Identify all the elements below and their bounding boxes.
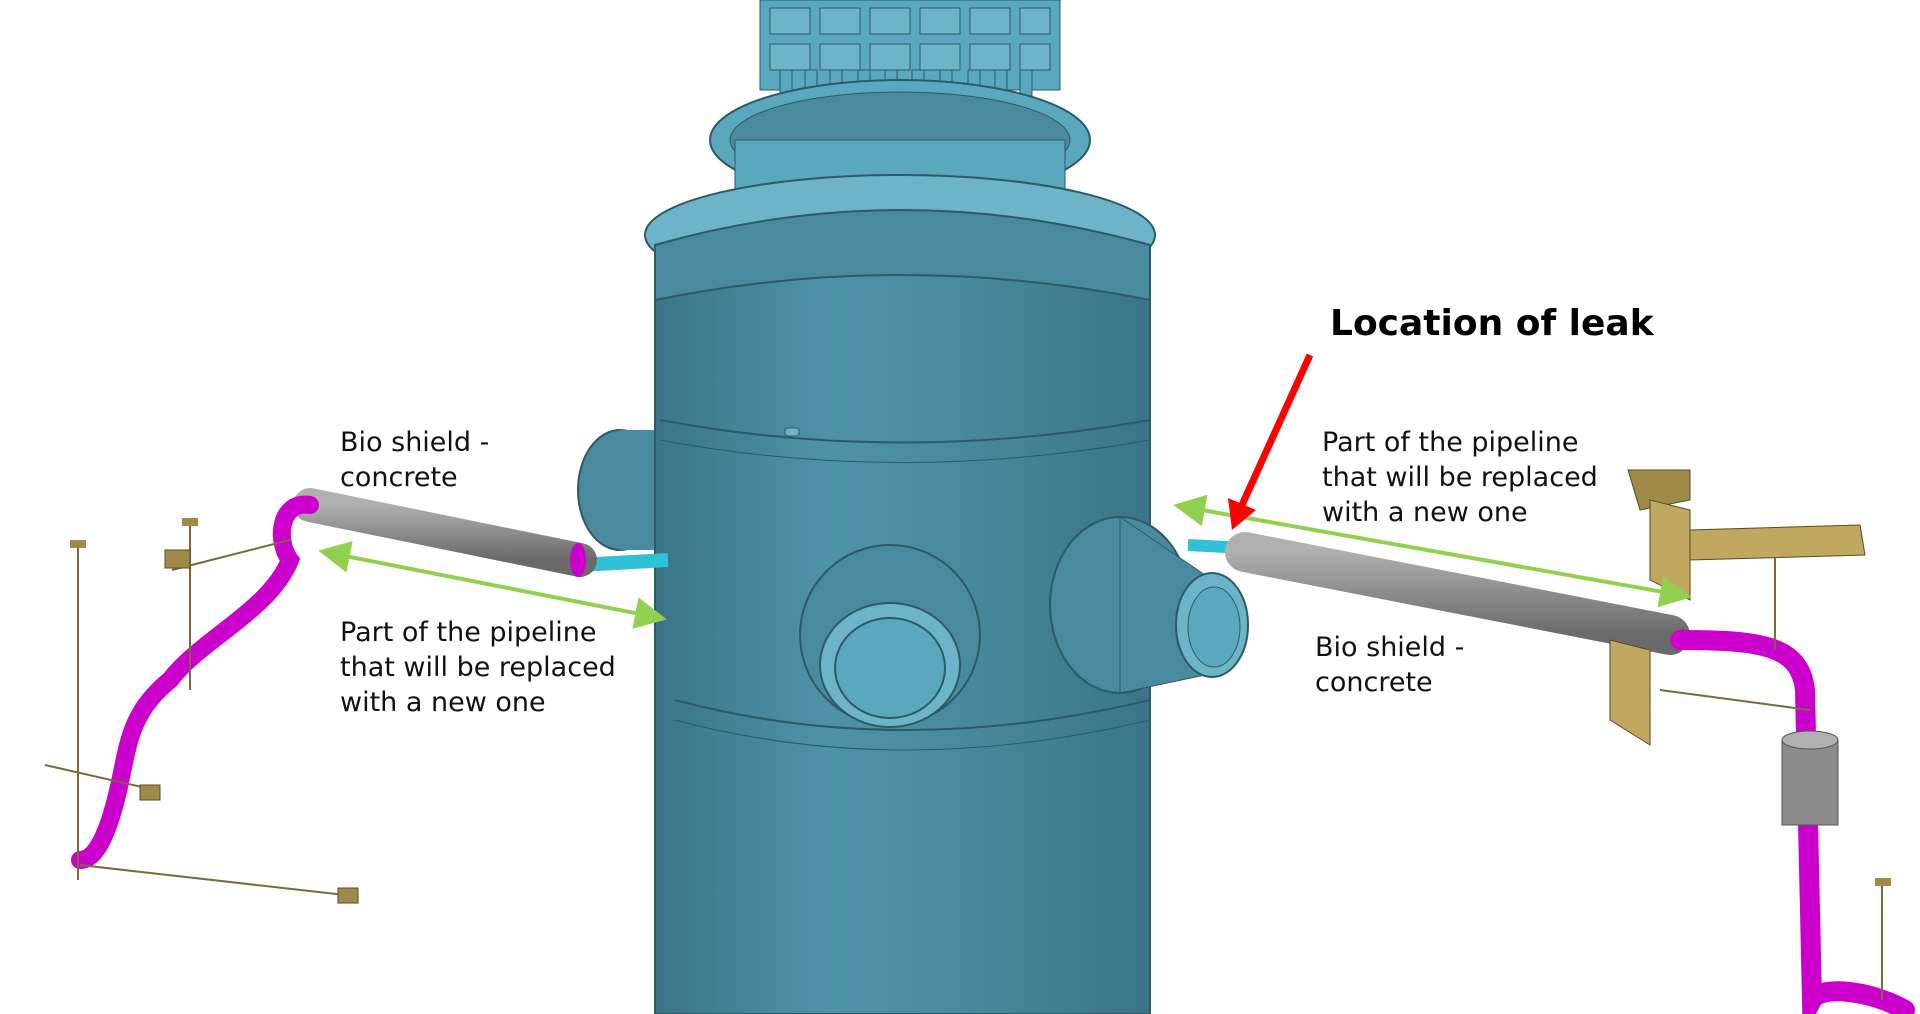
right-replaced-label: Part of the pipeline that will be replac… xyxy=(1322,427,1598,528)
right-pipeline xyxy=(1187,469,1915,1014)
front-nozzle xyxy=(799,544,981,728)
right-bioshield-label: Bio shield - concrete xyxy=(1315,632,1465,698)
left-bioshield-label: Bio shield - concrete xyxy=(340,427,490,493)
left-replacement-arrow xyxy=(318,541,667,629)
leak-arrow xyxy=(1228,353,1314,530)
right-replacement-arrow xyxy=(1173,494,1692,608)
leak-location-label: Location of leak xyxy=(1330,303,1654,344)
replacement-arrows xyxy=(318,494,1692,629)
left-replaced-label: Part of the pipeline that will be replac… xyxy=(340,617,616,718)
